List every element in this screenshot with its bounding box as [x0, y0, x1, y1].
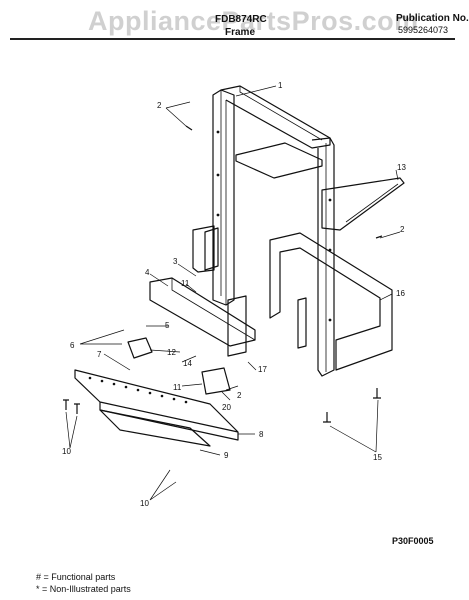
callout-label: 4: [145, 268, 150, 277]
side-rail: [321, 177, 405, 231]
watermark: AppliancePartsPros.com: [88, 6, 419, 36]
screw-left-2: [74, 403, 80, 414]
frame-top-rail: [220, 85, 331, 149]
motor-bracket: [192, 225, 215, 273]
screw-left-1: [63, 399, 69, 410]
frame-middle-bar: [235, 142, 323, 179]
callout-label: 13: [397, 163, 406, 172]
callout-label: 2: [237, 391, 242, 400]
screw-top-1: [185, 125, 193, 131]
callout-label: 1: [278, 81, 283, 90]
legend-functional: # = Functional parts: [36, 572, 116, 582]
component-11: [201, 367, 231, 395]
callout-label: 10: [62, 447, 71, 456]
upright-bracket: [204, 227, 219, 271]
callout-label: 14: [183, 359, 192, 368]
control-bracket: [149, 277, 256, 347]
frame-left-upright: [212, 89, 235, 306]
callout-label: 5: [165, 321, 170, 330]
publication-number: 5995264073: [398, 25, 449, 35]
base-frame: [269, 232, 393, 371]
callout-label: 11: [173, 383, 182, 392]
screw-right-1: [323, 412, 331, 423]
callout-label: 3: [173, 257, 178, 266]
screw-right-2: [373, 388, 381, 399]
diagram-code: P30F0005: [392, 536, 434, 546]
callout-label: 20: [222, 403, 231, 412]
model-number: FDB874RC: [215, 14, 267, 25]
callout-label: 6: [70, 341, 75, 350]
screw-top-2: [375, 235, 383, 239]
header-divider: [10, 38, 455, 40]
callout-label: 10: [140, 499, 149, 508]
callout-label: 15: [373, 453, 382, 462]
callout-label: 9: [224, 451, 229, 460]
callout-label: 7: [97, 350, 102, 359]
component-12: [127, 337, 153, 359]
lower-plate: [99, 409, 211, 447]
callout-label: 2: [400, 225, 405, 234]
base-bracket: [297, 297, 307, 349]
callout-label: 8: [259, 430, 264, 439]
callout-label: 12: [167, 348, 176, 357]
legend-non-illustrated: * = Non-Illustrated parts: [36, 584, 131, 594]
section-title: Frame: [225, 27, 256, 38]
frame-right-upright: [311, 137, 335, 377]
rear-bracket: [227, 295, 247, 357]
callout-label: 17: [258, 365, 267, 374]
callout-label: 11: [181, 279, 190, 288]
callout-label: 16: [396, 289, 405, 298]
callout-label: 2: [157, 101, 162, 110]
front-kickplate: [74, 369, 239, 433]
publication-label: Publication No.: [396, 13, 469, 24]
